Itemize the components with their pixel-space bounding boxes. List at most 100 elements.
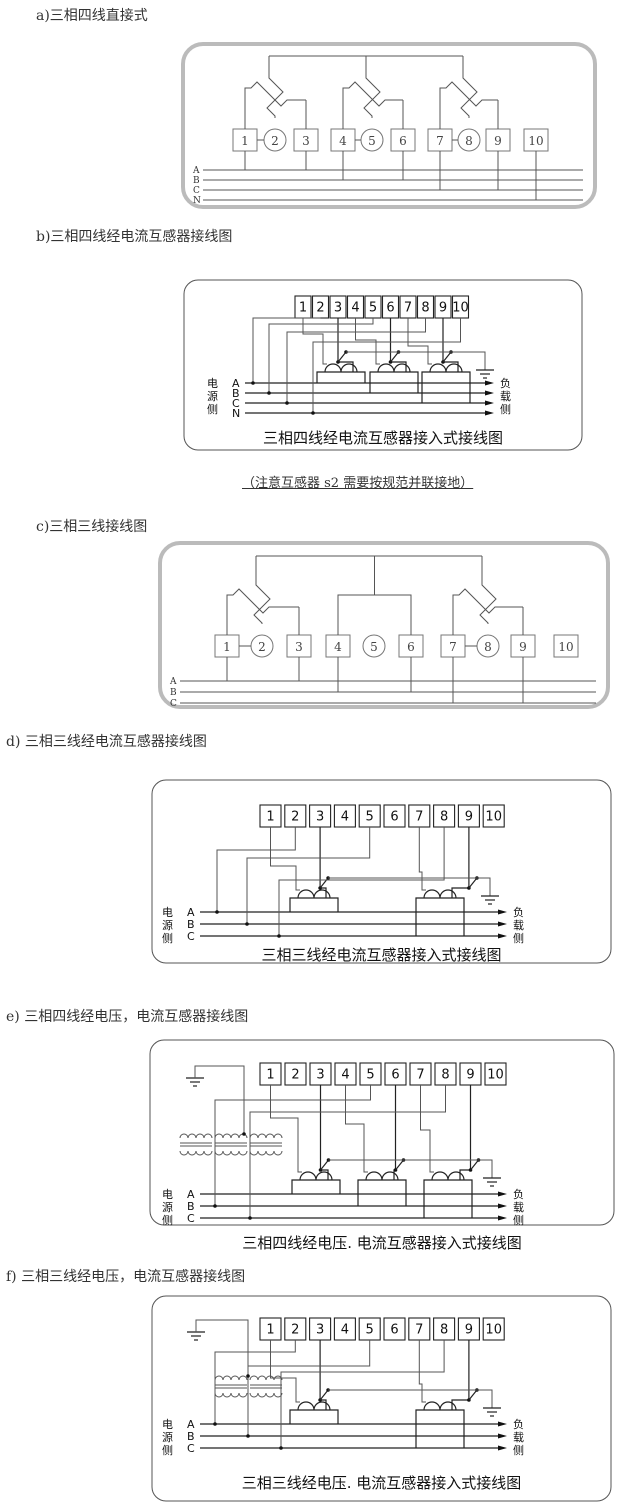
phase-label-C: C <box>187 1442 195 1455</box>
arrow-icon <box>498 1191 507 1197</box>
terminal-label-9: 9 <box>465 1323 473 1338</box>
terminal-label-2: 2 <box>291 810 299 825</box>
terminal-label-8: 8 <box>484 640 492 654</box>
terminal-label-5: 5 <box>366 1068 374 1083</box>
phase-label-B: B <box>187 1430 195 1443</box>
junction-dot <box>215 910 219 914</box>
terminal-label-1: 1 <box>223 640 231 654</box>
terminal-label-1: 1 <box>266 1068 274 1083</box>
terminal-label-4: 4 <box>339 134 347 148</box>
s2-link <box>320 1159 329 1171</box>
wire <box>452 588 523 635</box>
load-side-label: 载 <box>513 919 524 932</box>
phase-label-C: C <box>232 397 240 410</box>
arrow-icon <box>498 921 507 927</box>
wire <box>244 81 306 129</box>
terminal-label-9: 9 <box>519 640 527 654</box>
heading-f: f) 三相三线经电压，电流互感器接线图 <box>6 1269 246 1285</box>
coil-icon <box>214 1392 248 1398</box>
phase-label-C: C <box>187 930 195 943</box>
s2-link <box>470 1159 479 1171</box>
ct-primary <box>421 371 471 403</box>
voltage-tap <box>286 318 426 403</box>
coil-icon <box>249 1150 283 1156</box>
arrow-icon <box>485 390 494 396</box>
wire <box>180 657 228 682</box>
arrow-icon <box>485 380 494 386</box>
s2-link <box>442 351 452 363</box>
terminal-5 <box>362 634 386 658</box>
ct-out-wire <box>319 1085 329 1180</box>
heading-d: d) 三相三线经电流互感器接线图 <box>6 734 207 750</box>
junction-dot <box>267 391 271 395</box>
ct-in-wire <box>407 318 432 365</box>
terminal-label-7: 7 <box>436 134 444 148</box>
source-side-label: 侧 <box>162 1214 173 1227</box>
coil-icon <box>429 363 463 373</box>
wire <box>439 81 498 129</box>
terminal-label-8: 8 <box>440 1323 448 1338</box>
load-side-label: 载 <box>500 390 511 403</box>
terminal-label-1: 1 <box>241 134 249 148</box>
terminal-label-10: 10 <box>452 301 469 316</box>
phase-label-N: N <box>232 407 240 420</box>
coil-icon <box>249 1375 283 1381</box>
ct-in-wire <box>418 1340 426 1403</box>
ct-in-wire <box>420 1085 434 1173</box>
coil-icon <box>297 889 331 899</box>
coil-icon <box>431 1171 465 1181</box>
voltage-tap <box>268 318 374 393</box>
load-side-label: 侧 <box>513 932 524 945</box>
arrow-icon <box>498 909 507 915</box>
wire <box>342 81 403 129</box>
junction-dot <box>246 1374 250 1378</box>
phase-label-B: B <box>187 1200 195 1213</box>
terminal-label-2: 2 <box>291 1323 299 1338</box>
terminal-label-6: 6 <box>407 640 415 654</box>
coil-icon <box>423 1401 457 1411</box>
voltage-tap <box>216 827 296 912</box>
voltage-tap <box>278 827 445 936</box>
voltage-tap <box>252 317 321 383</box>
source-side-label: 侧 <box>207 403 218 416</box>
terminal-label-1: 1 <box>299 301 307 316</box>
terminal-label-7: 7 <box>404 301 412 316</box>
terminal-label-1: 1 <box>266 1323 274 1338</box>
arrow-icon <box>498 1215 507 1221</box>
terminal-label-10: 10 <box>487 1068 504 1083</box>
diagram-frame <box>183 279 583 451</box>
diagram-frame <box>151 1295 612 1502</box>
terminal-label-2: 2 <box>316 301 324 316</box>
pt-ground-wire <box>195 1319 249 1376</box>
voltage-tap <box>280 1340 445 1448</box>
phase-label-B: B <box>193 176 200 186</box>
ct-out-wire <box>451 1340 470 1410</box>
s2-link <box>390 351 399 363</box>
coil-icon <box>377 363 411 373</box>
diagram-frame <box>149 1039 615 1226</box>
terminal-label-10: 10 <box>485 810 502 825</box>
arrow-icon <box>498 933 507 939</box>
s2-link <box>468 1389 478 1401</box>
terminal-label-6: 6 <box>390 1323 398 1338</box>
phase-label-A: A <box>187 1418 195 1431</box>
terminal-label-10: 10 <box>485 1323 502 1338</box>
load-side-label: 负 <box>513 905 524 919</box>
load-side-label: 侧 <box>500 403 511 416</box>
terminal-10 <box>482 1317 505 1341</box>
ct-out-wire <box>393 1085 397 1180</box>
terminal-4 <box>333 1317 356 1341</box>
junction-dot <box>242 1132 246 1136</box>
phase-label-A: A <box>187 1188 195 1201</box>
terminal-label-3: 3 <box>334 301 342 316</box>
load-side-label: 载 <box>513 1431 524 1444</box>
ct-primary <box>423 1179 473 1218</box>
terminal-label-4: 4 <box>351 301 359 316</box>
terminal-10 <box>553 634 579 658</box>
s2-link <box>468 877 478 889</box>
